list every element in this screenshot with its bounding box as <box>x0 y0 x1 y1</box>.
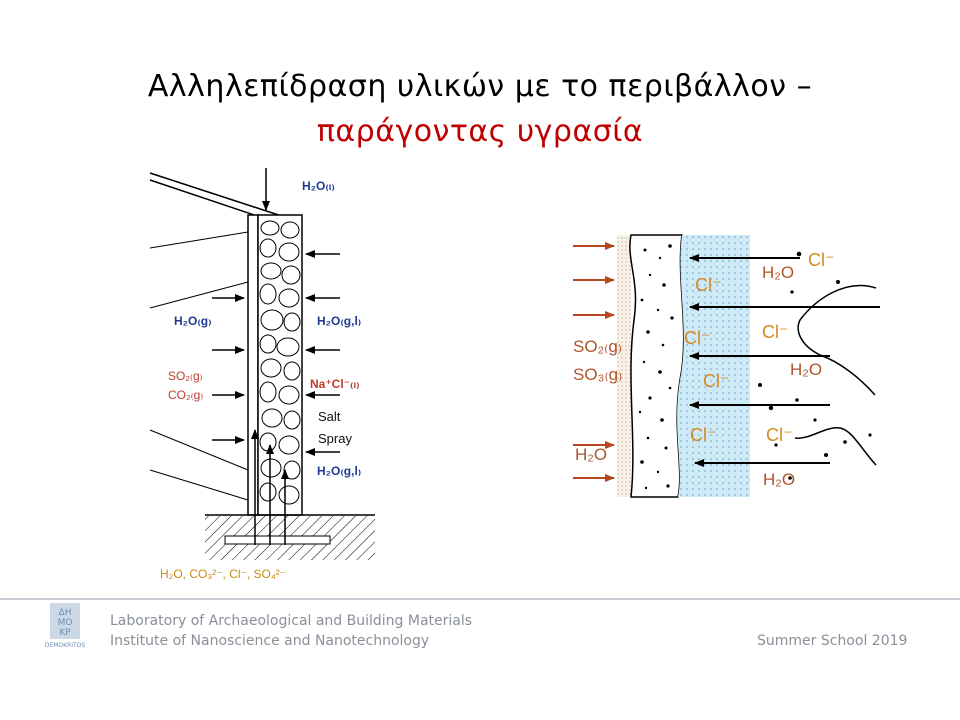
label-h2o-2: H₂O <box>790 360 823 379</box>
footer-institute-name: Institute of Nanoscience and Nanotechnol… <box>110 633 430 649</box>
label-cl-5: Cl⁻ <box>703 371 730 391</box>
label-so2-gas: SO₂₍g₎ <box>168 369 203 383</box>
label-h2o-1: H₂O <box>762 263 795 282</box>
label-so2-gas-right: SO₂₍g₎ <box>573 337 622 356</box>
label-cl-6: Cl⁻ <box>690 425 717 445</box>
label-h2o-left: H₂O <box>575 445 608 464</box>
label-cl-3: Cl⁻ <box>762 322 789 342</box>
label-ground-species: H₂O, CO₃²⁻, Cl⁻, SO₄²⁻ <box>160 567 287 581</box>
label-h2o-liquid: H₂O₍ₗ₎ <box>302 179 335 193</box>
svg-text:ΔΗ: ΔΗ <box>59 608 72 618</box>
layered-material-diagram <box>573 234 880 498</box>
label-salt: Salt <box>318 409 341 424</box>
slide-title-line-1: Αλληλεπίδραση υλικών με το περιβάλλον – <box>147 69 813 104</box>
demokritos-logo: ΔΗ ΜΟ ΚΡ DEMOKRITOS <box>44 603 86 649</box>
label-nacl-liquid: Na⁺Cl⁻₍ₗ₎ <box>310 377 360 391</box>
label-cl-7: Cl⁻ <box>766 425 793 445</box>
wall-section-diagram <box>149 168 375 560</box>
label-h2o-gas-liquid-lower: H₂O₍g,l₎ <box>317 464 362 478</box>
svg-text:ΚΡ: ΚΡ <box>59 628 71 638</box>
logo-text: DEMOKRITOS <box>45 642 86 649</box>
label-so3-gas-right: SO₃₍g₎ <box>573 365 623 384</box>
label-h2o-3: H₂O <box>763 470 796 489</box>
slide-title-line-2: παράγοντας υγρασία <box>316 114 644 149</box>
label-h2o-gas-liquid-upper: H₂O₍g,l₎ <box>317 314 362 328</box>
label-cl-4: Cl⁻ <box>684 328 711 348</box>
label-h2o-gas-left: H₂O₍g₎ <box>174 314 212 328</box>
label-cl-2: Cl⁻ <box>695 275 722 295</box>
label-co2-gas: CO₂₍g₎ <box>168 388 204 402</box>
label-cl-1: Cl⁻ <box>808 250 835 270</box>
footer-lab-name: Laboratory of Archaeological and Buildin… <box>110 613 473 629</box>
footer-divider <box>0 598 960 600</box>
footer-event: Summer School 2019 <box>757 633 908 649</box>
svg-text:ΜΟ: ΜΟ <box>58 618 73 628</box>
label-spray: Spray <box>318 431 352 446</box>
